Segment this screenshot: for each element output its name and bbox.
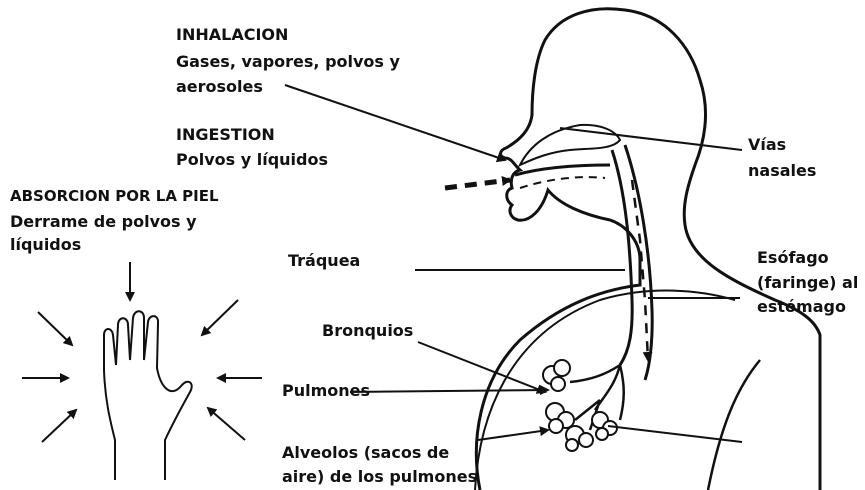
esophagus-arrows <box>630 179 653 362</box>
inhalation-text-line1: Gases, vapores, polvos y <box>176 52 400 71</box>
alveoli-leader-arrow <box>477 426 550 441</box>
skin-absorption-arrows <box>22 262 262 443</box>
alveoli-label-line1: Alveolos (sacos de <box>282 443 450 462</box>
chest-outline <box>474 289 736 490</box>
trachea-tube <box>610 149 634 366</box>
ingestion-title: INGESTION <box>176 125 275 144</box>
inhalation-title: INHALACION <box>176 25 289 44</box>
inhalation-text-line2: aerosoles <box>176 77 263 96</box>
nasal-cavity <box>517 123 622 168</box>
esophagus-label-line1: Esófago <box>757 248 829 267</box>
inhalation-arrow <box>284 84 507 163</box>
nasal-label-line2: nasales <box>748 161 817 180</box>
alveoli-right-leader-line <box>607 425 743 443</box>
trachea-label: Tráquea <box>288 251 361 270</box>
skin-text-line1: Derrame de polvos y <box>10 212 197 231</box>
skin-text-line2: líquidos <box>10 235 82 254</box>
alveoli-clusters <box>542 359 618 452</box>
bronchi <box>569 363 625 431</box>
esophagus-label-line2: (faringe) al <box>757 273 859 292</box>
arm-outline <box>706 359 761 490</box>
esophagus-label-line3: estómago <box>757 297 846 316</box>
lungs-leader-arrow <box>349 385 550 396</box>
nasal-leader-line <box>559 127 743 151</box>
alveoli-label-line2: aire) de los pulmones <box>282 467 478 486</box>
nasal-label-line1: Vías <box>748 135 787 154</box>
ingestion-arrow <box>444 176 512 191</box>
ingestion-text: Polvos y líquidos <box>176 150 328 169</box>
hand-icon <box>103 310 193 480</box>
nasal-passage <box>514 163 611 177</box>
bronchi-label: Bronquios <box>322 321 414 340</box>
mouth-passage <box>519 176 606 189</box>
bronchi-leader-arrow <box>417 341 547 394</box>
skin-title: ABSORCION POR LA PIEL <box>10 187 219 205</box>
lungs-label: Pulmones <box>282 381 371 400</box>
